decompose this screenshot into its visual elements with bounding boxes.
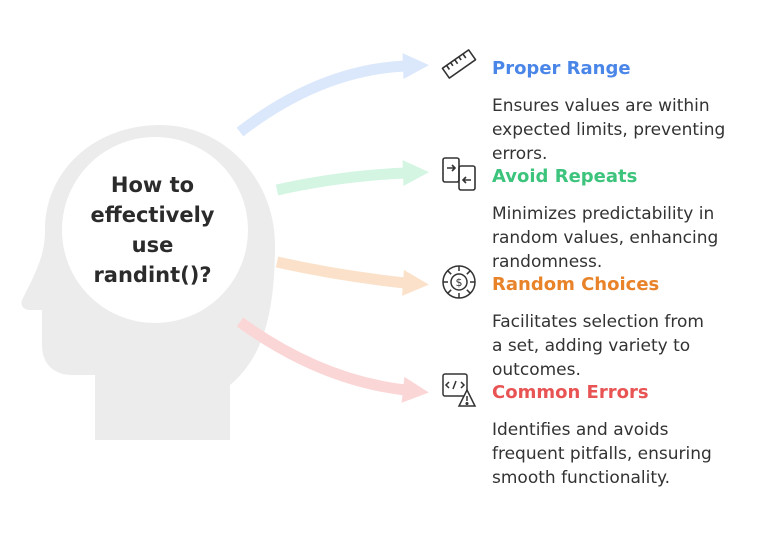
svg-text:$: $	[456, 276, 463, 289]
arrow-proper-range	[236, 60, 406, 137]
arrow-proper-range-head	[402, 53, 429, 80]
item-description: Ensures values are within expected limit…	[492, 94, 762, 166]
swap-arrows-icon	[442, 157, 476, 191]
arrow-random-choices	[275, 256, 406, 289]
item-common-errors: Common Errors Identifies and avoids freq…	[492, 382, 762, 490]
description-line: errors.	[492, 144, 548, 164]
arrow-common-errors	[236, 317, 406, 396]
description-line: outcomes.	[492, 360, 581, 380]
description-line: random values, enhancing	[492, 228, 719, 248]
item-title: Avoid Repeats	[492, 166, 638, 187]
item-title: Proper Range	[492, 58, 631, 79]
dollar-wheel-icon: $	[442, 265, 476, 299]
description-line: Facilitates selection from	[492, 312, 704, 332]
central-question: How to effectively use randint()?	[70, 170, 235, 290]
description-line: Identifies and avoids	[492, 420, 669, 440]
description-line: a set, adding variety to	[492, 336, 691, 356]
description-line: Minimizes predictability in	[492, 204, 715, 224]
arrow-avoid-repeats-head	[402, 160, 429, 187]
item-proper-range: Proper Range Ensures values are within e…	[492, 58, 762, 166]
item-random-choices: Random Choices Facilitates selection fro…	[492, 274, 762, 382]
ruler-icon	[441, 49, 477, 79]
central-question-line: effectively	[90, 203, 215, 227]
item-description: Minimizes predictability in random value…	[492, 202, 762, 274]
description-line: Ensures values are within	[492, 96, 710, 116]
description-line: smooth functionality.	[492, 468, 671, 488]
central-question-line: How to	[110, 173, 195, 197]
arrow-avoid-repeats	[275, 167, 406, 196]
item-title: Random Choices	[492, 274, 660, 295]
item-description: Identifies and avoids frequent pitfalls,…	[492, 418, 762, 490]
arrow-random-choices-head	[402, 269, 429, 296]
item-avoid-repeats: Avoid Repeats Minimizes predictability i…	[492, 166, 762, 274]
central-question-line: use	[131, 233, 174, 257]
description-line: expected limits, preventing	[492, 120, 726, 140]
arrow-common-errors-head	[401, 376, 429, 403]
central-question-line: randint()?	[93, 263, 212, 287]
head-circle	[62, 137, 248, 323]
code-warning-icon	[442, 373, 477, 407]
description-line: randomness.	[492, 252, 603, 272]
item-title: Common Errors	[492, 382, 649, 403]
item-description: Facilitates selection from a set, adding…	[492, 310, 762, 382]
description-line: frequent pitfalls, ensuring	[492, 444, 712, 464]
